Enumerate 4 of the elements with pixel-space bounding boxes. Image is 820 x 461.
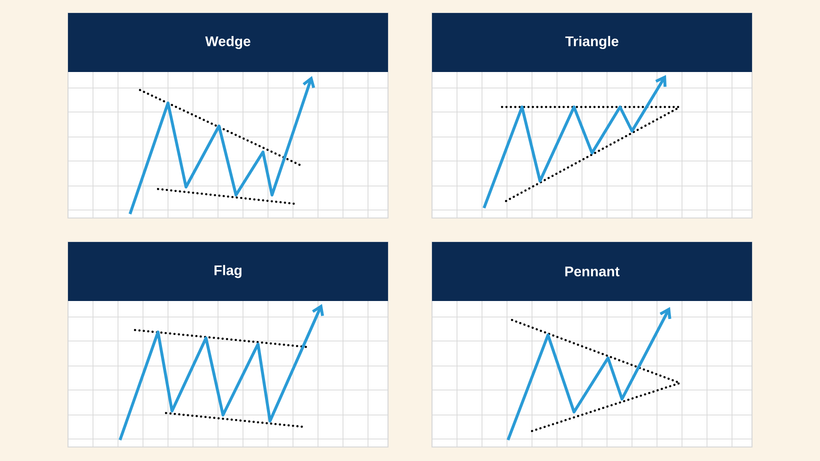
chart-panel: Flag	[67, 241, 389, 448]
chart-panel: Wedge	[67, 12, 389, 219]
chart-panel: Triangle	[431, 12, 753, 219]
chart-panel: Pennant	[431, 241, 753, 448]
